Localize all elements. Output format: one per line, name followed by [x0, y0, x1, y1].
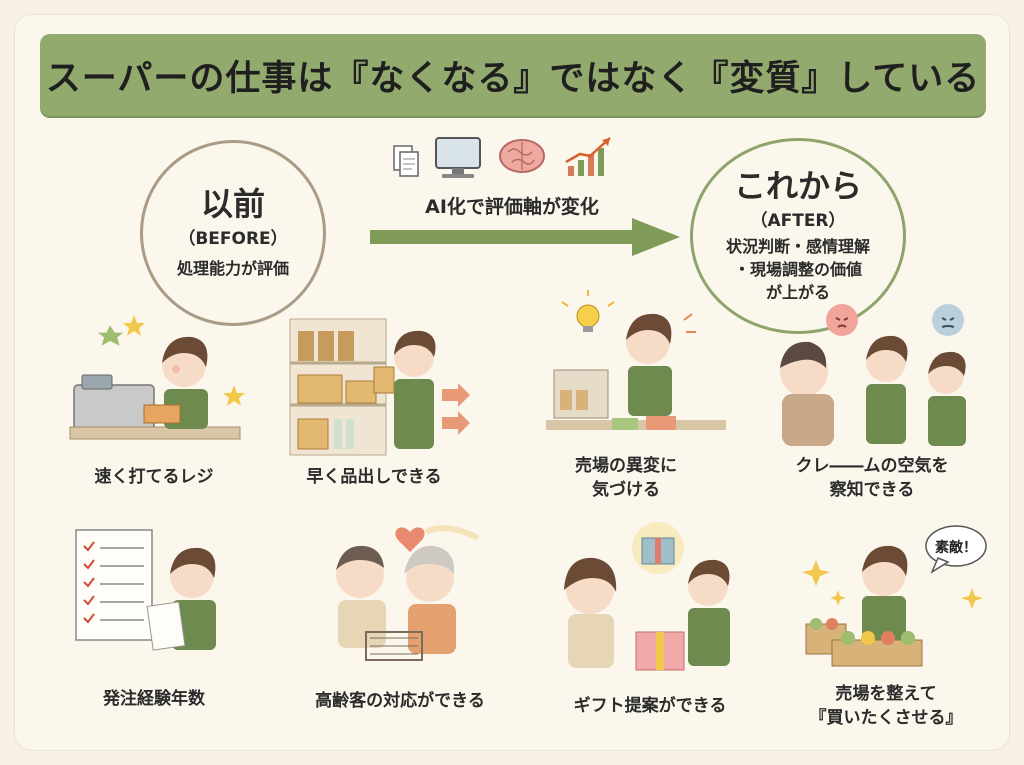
before-circle: 以前 （BEFORE） 処理能力が評価: [140, 140, 326, 326]
page-title: スーパーの仕事は『なくなる』ではなく『変質』している: [45, 58, 981, 99]
checklist-icon: [75, 529, 216, 651]
register-icon: [69, 315, 245, 440]
shelf-icon: [289, 318, 470, 456]
before-item-1-label: 速く打てるレジ: [94, 467, 214, 487]
before-subtitle: （BEFORE）: [178, 228, 288, 249]
before-item-3-label: 発注経験年数: [103, 689, 205, 709]
display-icon: 素敵！: [802, 525, 987, 667]
before-item-4-label: 高齢客の対応ができる: [315, 691, 485, 711]
speech-bubble-text: 素敵！: [935, 539, 977, 556]
complaint-icon: [780, 304, 966, 446]
after-item-1-label: 売場の異変に 気づける: [575, 456, 677, 500]
card-ordering-experience: 発注経験年数: [44, 520, 264, 720]
transition-label: AI化で評価軸が変化: [425, 196, 599, 218]
title-banner: スーパーの仕事は『なくなる』ではなく『変質』している: [40, 34, 986, 116]
card-fast-register: 速く打てるレジ: [44, 305, 264, 505]
lightbulb-icon: [546, 290, 726, 430]
card-fast-shelving: 早く品出しできる: [264, 305, 484, 505]
card-arrange-floor: 素敵！ 売場を整えて 『買いたくさせる』: [776, 520, 996, 728]
after-item-4-label: 売場を整えて 『買いたくさせる』: [809, 684, 963, 728]
card-notice-anomaly: 売場の異変に 気づける: [516, 290, 736, 500]
after-item-3-label: ギフト提案ができる: [573, 696, 727, 716]
ai-transition-icons: [393, 137, 611, 178]
brain-icon: [499, 139, 545, 173]
computer-icon: [435, 137, 481, 178]
card-sense-complaint: クレ――ムの空気を 察知できる: [762, 296, 982, 500]
before-title: 以前: [200, 184, 265, 223]
before-item-2-label: 早く品出しできる: [306, 467, 442, 487]
after-subtitle: （AFTER）: [750, 211, 846, 231]
after-circle: これから （AFTER） 状況判断・感情理解 ・現場調整の価値 が上がる: [690, 138, 906, 334]
card-elderly-support: 高齢客の対応ができる: [290, 512, 510, 712]
after-item-2-label: クレ――ムの空気を 察知できる: [795, 456, 949, 500]
chart-up-icon: [565, 137, 611, 176]
after-title: これから: [733, 167, 862, 205]
elderly-icon: [336, 525, 480, 661]
document-icon: [393, 145, 419, 177]
gift-icon: [564, 522, 730, 671]
transition-arrow: [370, 218, 680, 256]
card-gift-proposal: ギフト提案ができる: [540, 520, 760, 720]
after-description: 状況判断・感情理解 ・現場調整の価値 が上がる: [725, 237, 870, 302]
before-description: 処理能力が評価: [176, 258, 289, 278]
